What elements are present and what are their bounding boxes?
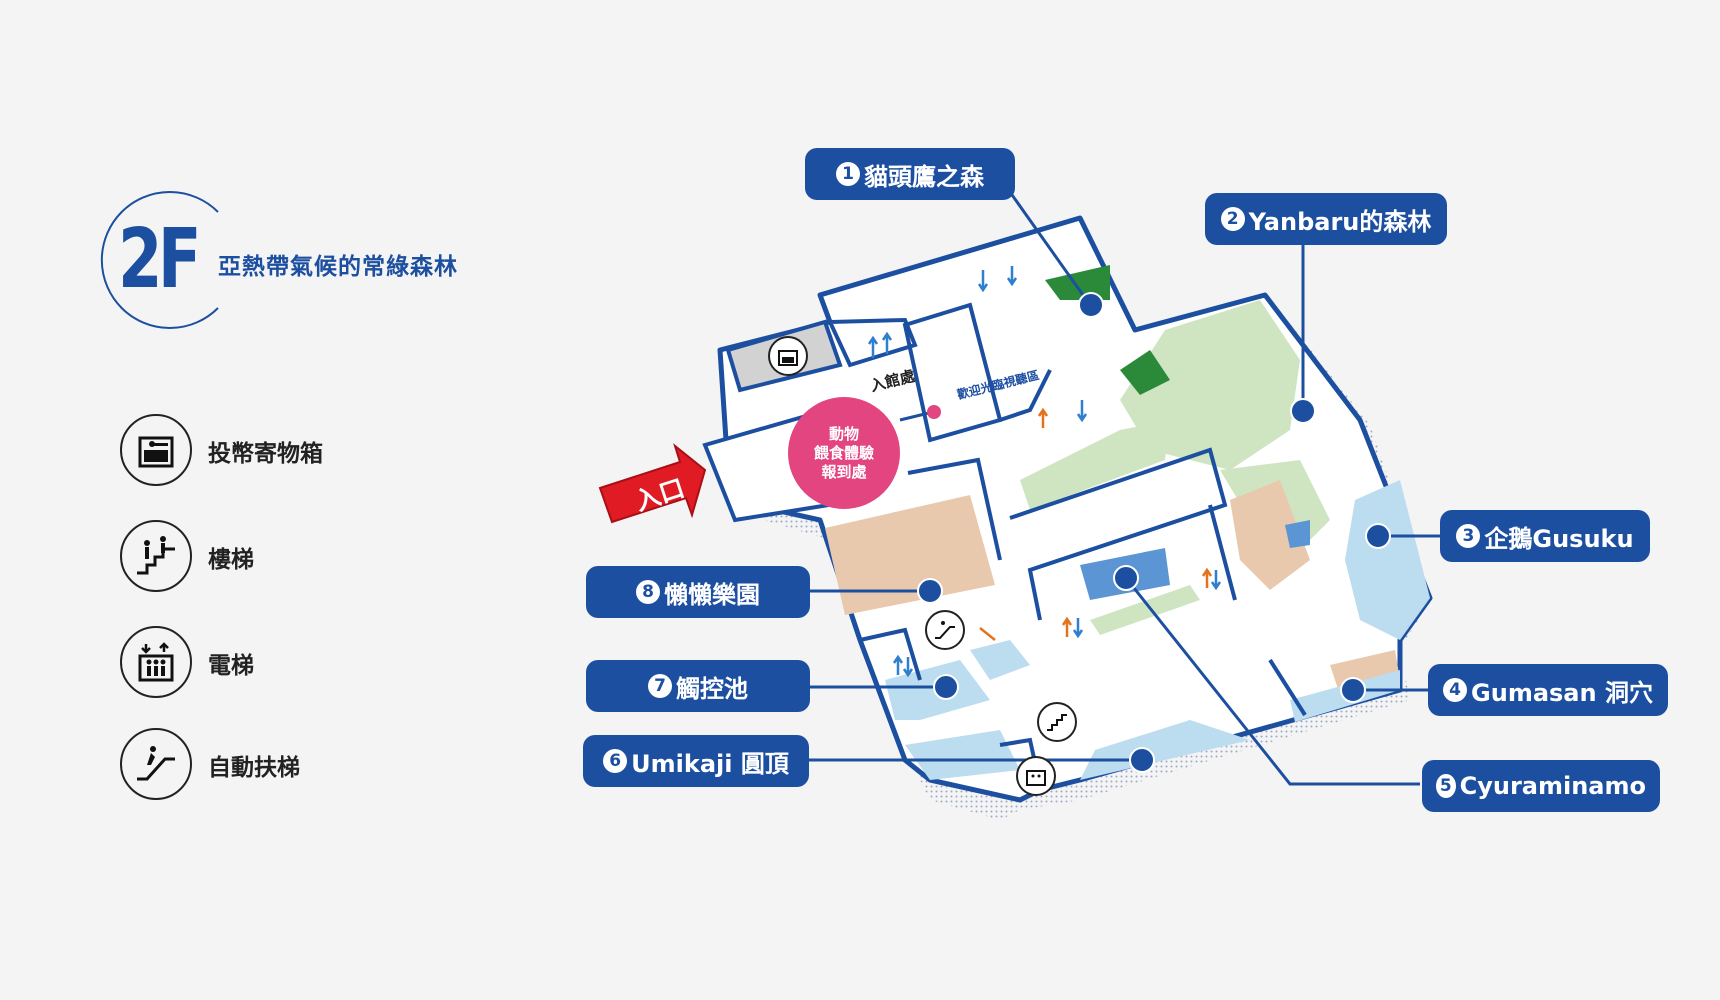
zone-marker-5[interactable] xyxy=(1113,565,1139,591)
feeding-checkin-spot[interactable]: 動物 餵食體驗 報到處 xyxy=(788,397,900,509)
zone-name: Cyuraminamo xyxy=(1459,772,1646,800)
stairs-icon xyxy=(1037,702,1077,742)
zone-marker-1[interactable] xyxy=(1078,292,1104,318)
zone-number: 3 xyxy=(1456,524,1481,548)
zone-name: 觸控池 xyxy=(676,674,748,703)
zone-number: 1 xyxy=(836,162,860,186)
zone-number: 2 xyxy=(1220,207,1245,231)
legend-label-coin-locker: 投幣寄物箱 xyxy=(208,441,323,467)
feeding-checkin-line-2: 餵食體驗 xyxy=(813,443,874,462)
zone-marker-8[interactable] xyxy=(917,578,943,604)
zone-marker-4[interactable] xyxy=(1340,677,1366,703)
legend-item-stairs: 樓梯 xyxy=(120,520,400,600)
legend-item-escalator: 自動扶梯 xyxy=(120,728,400,808)
floor-code: 2F xyxy=(118,212,202,307)
zone-number: 7 xyxy=(648,674,672,698)
legend-label-stairs: 樓梯 xyxy=(208,547,254,573)
zone-number: 5 xyxy=(1436,774,1456,798)
zone-name: 貓頭鷹之森 xyxy=(864,162,984,191)
zone-name: Gumasan 洞穴 xyxy=(1471,678,1653,707)
escalator-icon xyxy=(925,610,965,650)
legend-item-elevator: 電梯 xyxy=(120,626,400,706)
elevator-icon xyxy=(120,626,192,698)
escalator-icon xyxy=(120,728,192,800)
legend-item-coin-locker: 投幣寄物箱 xyxy=(120,414,400,494)
zone-number: 8 xyxy=(636,580,660,604)
zone-name: Yanbaru的森林 xyxy=(1248,207,1432,236)
feeding-checkin-marker xyxy=(927,405,941,419)
floor-badge-arc xyxy=(100,191,219,329)
feeding-checkin-line-1: 動物 xyxy=(828,424,859,443)
zone-marker-3[interactable] xyxy=(1365,523,1391,549)
zone-name: 企鵝Gusuku xyxy=(1484,524,1634,553)
feeding-checkin-line-3: 報到處 xyxy=(821,462,867,481)
coin-locker-icon xyxy=(120,414,192,486)
zone-number: 4 xyxy=(1443,678,1468,702)
coin-locker-icon xyxy=(768,336,808,376)
floor-title: 亞熱帶氣候的常綠森林 xyxy=(218,254,458,280)
zone-name: 懶懶樂園 xyxy=(664,580,760,609)
zone-name: Umikaji 圓頂 xyxy=(631,749,789,778)
elevator-icon xyxy=(1016,756,1056,796)
zone-marker-2[interactable] xyxy=(1290,398,1316,424)
stairs-icon xyxy=(120,520,192,592)
legend-label-escalator: 自動扶梯 xyxy=(208,755,300,781)
zone-number: 6 xyxy=(603,749,628,773)
zone-marker-6[interactable] xyxy=(1129,747,1155,773)
zone-marker-7[interactable] xyxy=(933,674,959,700)
legend-label-elevator: 電梯 xyxy=(208,653,254,679)
